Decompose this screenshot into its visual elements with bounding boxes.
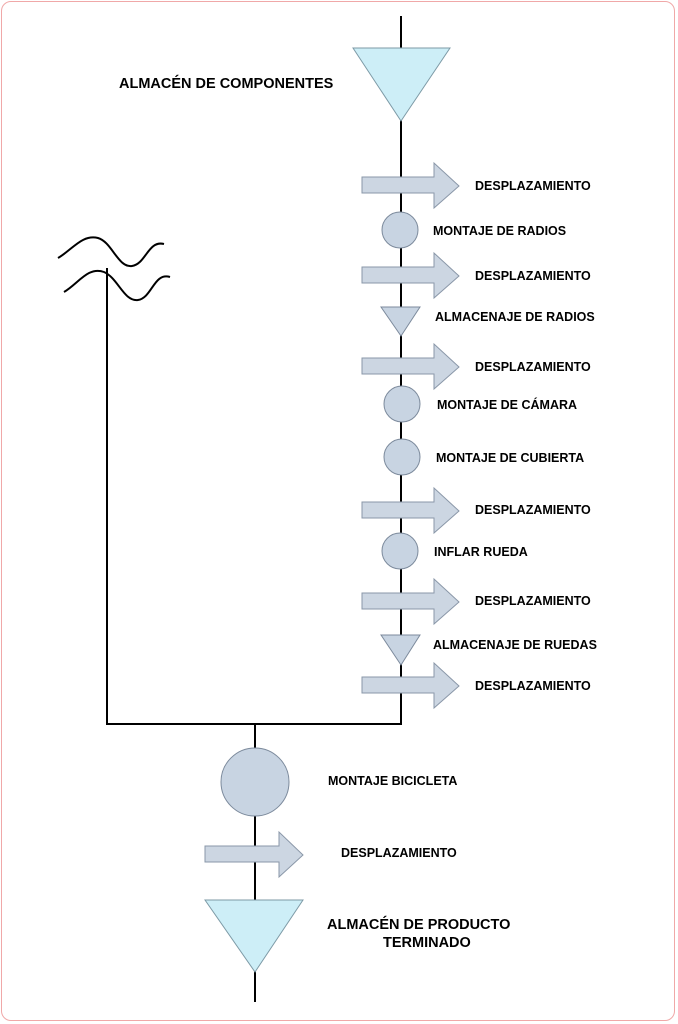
step-label: ALMACENAJE DE RADIOS bbox=[435, 310, 595, 324]
wavy-break-icon bbox=[57, 236, 171, 302]
transport-arrow-icon bbox=[361, 577, 460, 626]
step-label: DESPLAZAMIENTO bbox=[475, 503, 591, 517]
final-transport-label: DESPLAZAMIENTO bbox=[341, 846, 457, 860]
storage-final-icon bbox=[204, 899, 304, 973]
operation-circle-icon bbox=[381, 211, 419, 249]
step-label: DESPLAZAMIENTO bbox=[475, 679, 591, 693]
operation-circle-icon bbox=[381, 532, 419, 570]
storage-final-label-line1: ALMACÉN DE PRODUCTO bbox=[327, 916, 510, 933]
operation-circle-icon bbox=[383, 438, 421, 476]
step-label: DESPLAZAMIENTO bbox=[475, 594, 591, 608]
storage-components-icon bbox=[352, 47, 451, 122]
step-label: DESPLAZAMIENTO bbox=[475, 179, 591, 193]
storage-components-label: ALMACÉN DE COMPONENTES bbox=[119, 75, 334, 92]
final-transport-arrow-icon bbox=[204, 830, 304, 879]
step-label: MONTAJE DE CUBIERTA bbox=[436, 451, 584, 465]
step-label: MONTAJE DE CÁMARA bbox=[437, 397, 577, 412]
step-label: ALMACENAJE DE RUEDAS bbox=[433, 638, 597, 652]
step-label: DESPLAZAMIENTO bbox=[475, 269, 591, 283]
transport-arrow-icon bbox=[361, 661, 460, 710]
process-steps: DESPLAZAMIENTO MONTAJE DE RADIOS DESPLAZ… bbox=[361, 161, 597, 710]
transport-arrow-icon bbox=[361, 251, 460, 300]
assembly-label: MONTAJE BICICLETA bbox=[328, 774, 457, 788]
operation-circle-icon bbox=[383, 385, 421, 423]
storage-triangle-icon bbox=[380, 634, 421, 666]
step-label: DESPLAZAMIENTO bbox=[475, 360, 591, 374]
storage-triangle-icon bbox=[380, 306, 421, 337]
transport-arrow-icon bbox=[361, 342, 460, 391]
transport-arrow-icon bbox=[361, 486, 460, 535]
step-label: MONTAJE DE RADIOS bbox=[433, 224, 566, 238]
assembly-circle-icon bbox=[220, 747, 290, 817]
transport-arrow-icon bbox=[361, 161, 460, 210]
step-label: INFLAR RUEDA bbox=[434, 545, 528, 559]
storage-final-label-line2: TERMINADO bbox=[383, 935, 471, 951]
